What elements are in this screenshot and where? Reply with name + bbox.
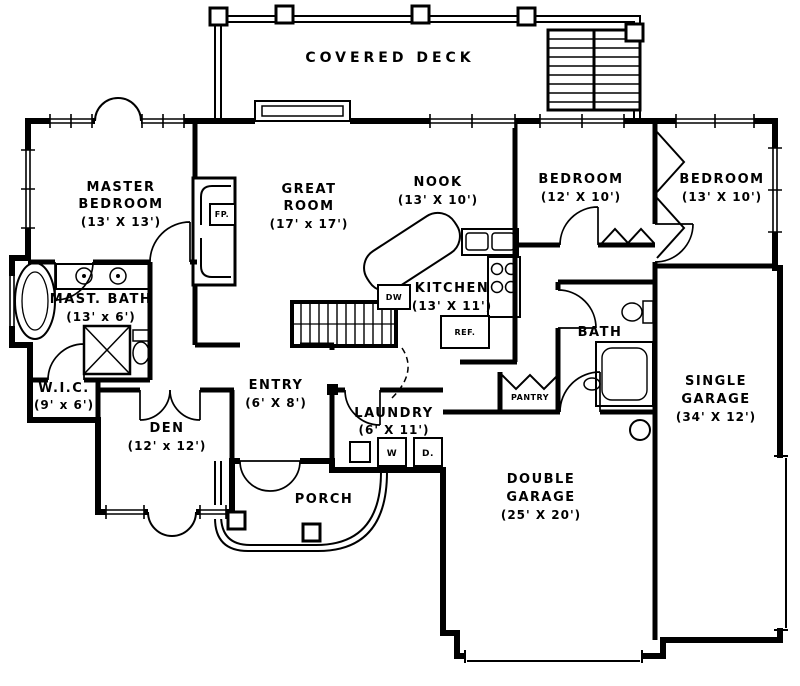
label-master-bedroom-1: MASTER xyxy=(86,180,155,195)
bathtub-icon xyxy=(14,262,56,340)
room-labels: COVERED DECK MASTER BEDROOM (13' X 13') … xyxy=(34,50,764,522)
cooktop xyxy=(487,256,521,318)
label-laundry-dims: (6' X 11') xyxy=(359,423,430,437)
dryer-box xyxy=(413,437,443,467)
label-entry-dims: (6' X 8') xyxy=(245,396,307,410)
label-great-room-2: ROOM xyxy=(283,199,334,214)
fireplace xyxy=(191,176,237,287)
refrigerator-box xyxy=(440,315,490,349)
kitchen-sink xyxy=(461,228,519,256)
label-double-garage-2: GARAGE xyxy=(506,490,575,505)
toilet-icon xyxy=(132,329,150,365)
label-double-garage-dims: (25' X 20') xyxy=(501,508,581,522)
master-bath-fixtures xyxy=(14,262,151,376)
label-dryer: D. xyxy=(422,449,434,459)
closet-bifold-doors xyxy=(501,131,686,391)
label-bedroom-right: BEDROOM xyxy=(679,172,764,187)
label-dishwasher: DW xyxy=(386,293,402,302)
interior-walls xyxy=(28,121,775,640)
label-single-garage-dims: (34' X 12') xyxy=(676,410,756,424)
label-master-bedroom-2: BEDROOM xyxy=(78,197,163,212)
shower xyxy=(82,324,132,376)
sliding-door xyxy=(254,100,351,122)
label-single-garage-2: GARAGE xyxy=(681,392,750,407)
dishwasher-box xyxy=(377,284,411,310)
posts xyxy=(208,4,645,543)
label-great-room-dims: (17' x 17') xyxy=(270,217,349,231)
label-single-garage-1: SINGLE xyxy=(685,374,747,389)
label-nook-dims: (13' X 10') xyxy=(398,193,478,207)
label-kitchen: KITCHEN xyxy=(415,281,489,296)
bay-window-arcs xyxy=(94,97,197,537)
label-nook: NOOK xyxy=(413,175,462,190)
label-pantry: PANTRY xyxy=(511,393,549,402)
label-covered-deck: COVERED DECK xyxy=(305,50,474,66)
label-fireplace: FP. xyxy=(215,210,229,219)
label-kitchen-dims: (13' X 11') xyxy=(412,299,492,313)
label-bath: BATH xyxy=(578,325,623,340)
label-den-dims: (12' x 12') xyxy=(128,439,207,453)
water-heater xyxy=(629,419,651,441)
label-double-garage-1: DOUBLE xyxy=(507,472,575,487)
label-master-bedroom-dims: (13' X 13') xyxy=(81,215,161,229)
label-master-bath: MAST. BATH xyxy=(50,292,152,307)
laundry-appliances xyxy=(349,437,443,467)
double-vanity xyxy=(55,263,151,290)
label-entry: ENTRY xyxy=(249,378,304,393)
laundry-sink xyxy=(349,441,371,463)
label-bedroom-center-dims: (12' X 10') xyxy=(541,190,621,204)
washer-box xyxy=(377,437,407,467)
kitchen-fixtures xyxy=(363,211,521,349)
deck-stairs xyxy=(546,28,642,112)
label-bedroom-right-dims: (13' X 10') xyxy=(682,190,762,204)
label-bedroom-center: BEDROOM xyxy=(538,172,623,187)
label-den: DEN xyxy=(149,421,184,436)
label-great-room-1: GREAT xyxy=(282,182,337,197)
pedestal-sink xyxy=(583,377,601,391)
kitchen-island xyxy=(363,211,461,293)
label-refrigerator: REF. xyxy=(455,328,476,337)
label-washer: W xyxy=(387,449,397,459)
bath-fixtures xyxy=(583,300,654,407)
wall-openings xyxy=(5,114,787,663)
toilet-icon-2 xyxy=(621,300,654,324)
dashed-line xyxy=(391,347,409,399)
interior-stairs xyxy=(290,300,398,348)
entry-post xyxy=(327,384,338,395)
label-wic: W.I.C. xyxy=(38,381,89,396)
porch-outline xyxy=(214,461,388,552)
label-laundry: LAUNDRY xyxy=(354,406,433,421)
label-master-bath-dims: (13' x 6') xyxy=(66,310,135,324)
label-wic-dims: (9' x 6') xyxy=(34,398,94,412)
tub-icon-2 xyxy=(595,341,654,407)
garage-doors xyxy=(464,455,788,663)
label-porch: PORCH xyxy=(295,492,354,507)
